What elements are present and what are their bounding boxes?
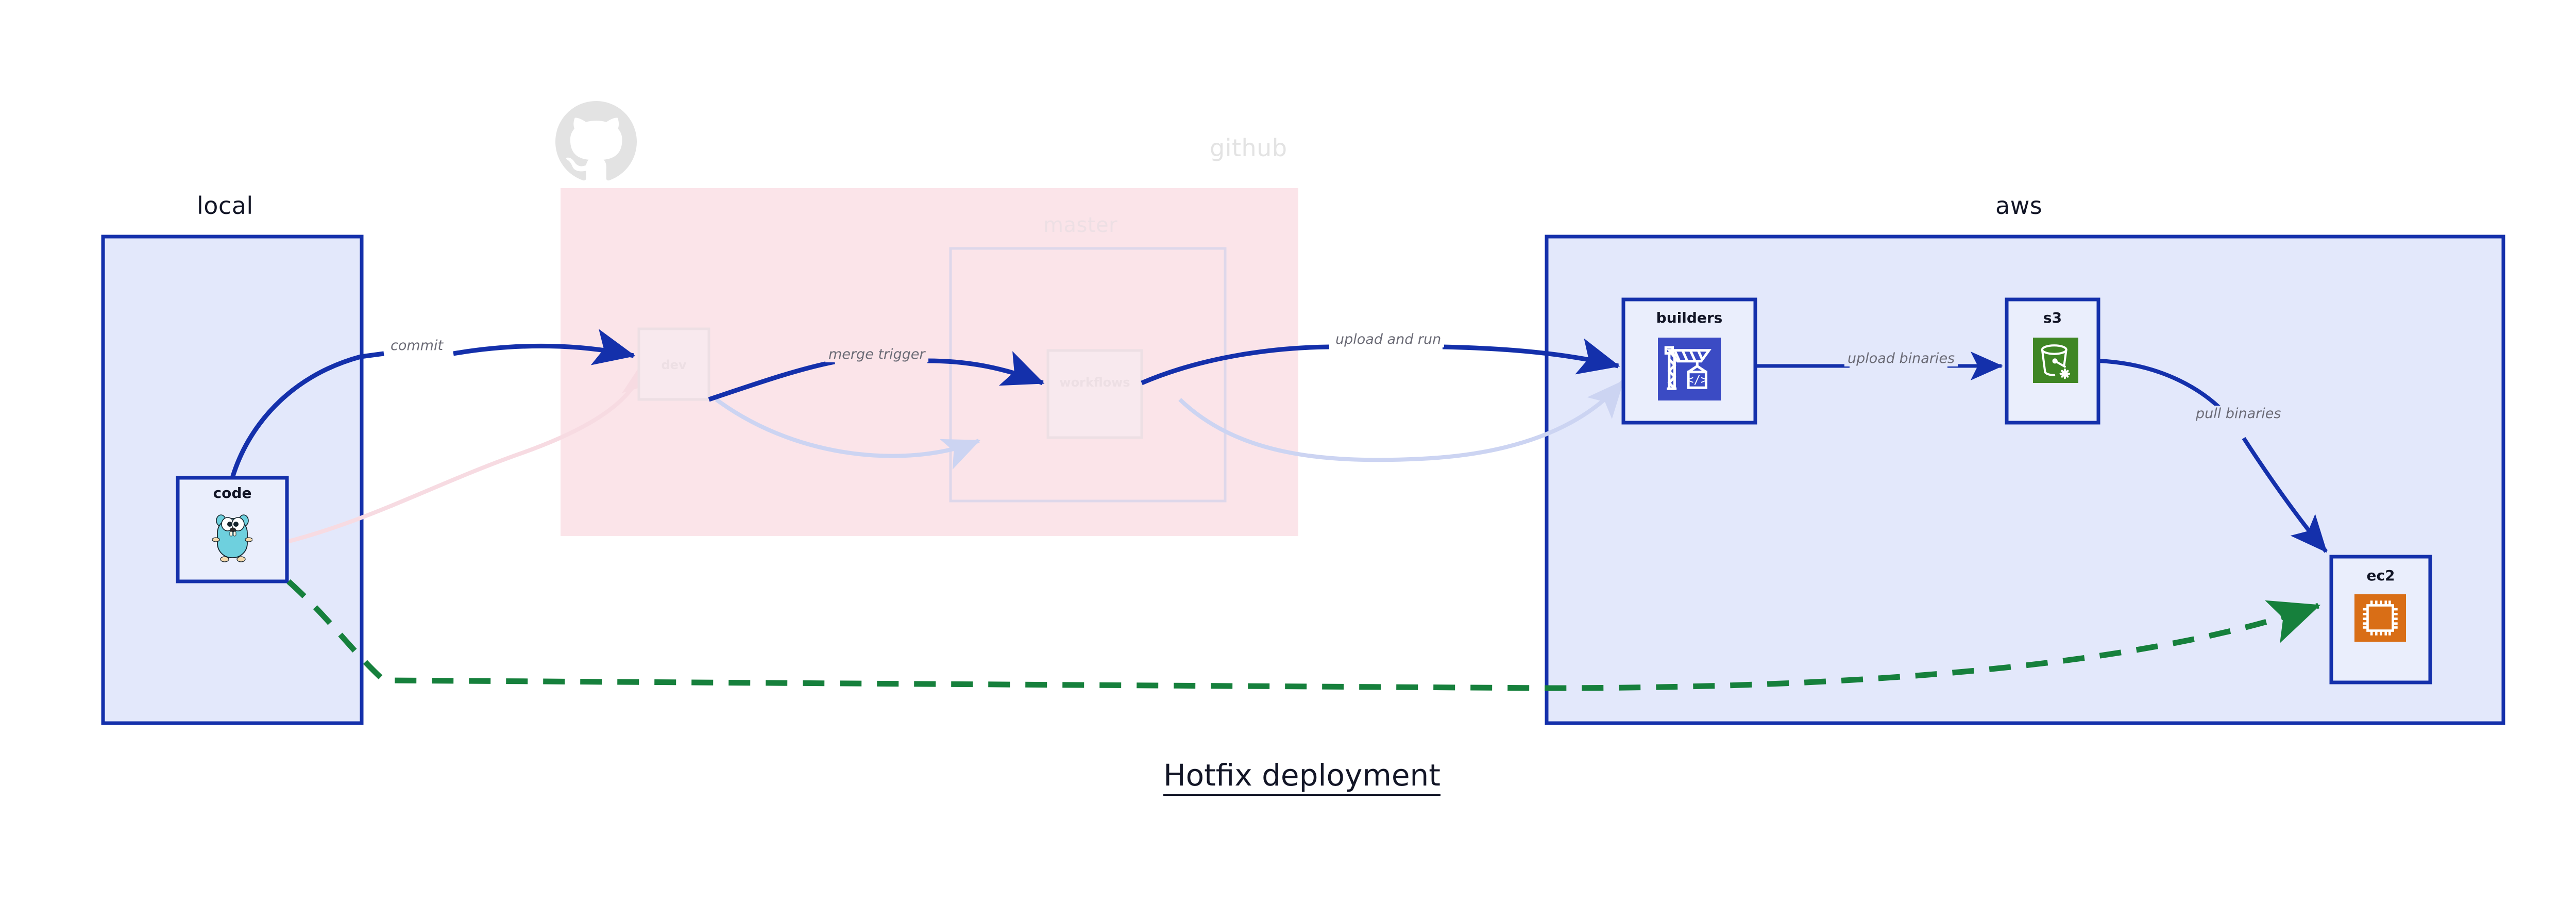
- edge-pull-binaries-path: [2098, 359, 2227, 415]
- edge-upload-and-run-path: [1141, 344, 1330, 386]
- edge-commit-path2: [453, 329, 636, 365]
- aws-codebuild-icon: </>: [1658, 338, 1721, 400]
- edge-upload-and-run-path2: [1442, 338, 1620, 375]
- edge-label-upload-and-run: upload and run: [1332, 331, 1445, 347]
- go-gopher-icon: [212, 510, 253, 564]
- edge-commit-path: [230, 351, 384, 479]
- group-label-aws: aws: [1995, 192, 2043, 220]
- group-label-github: github: [1210, 134, 1287, 162]
- node-label-code: code: [213, 485, 252, 502]
- node-dev-box[interactable]: [637, 327, 710, 401]
- svg-text:</>: </>: [1687, 374, 1708, 387]
- node-workflows-box[interactable]: [1046, 349, 1143, 439]
- edge-label-upload-binaries: upload binaries: [1844, 350, 1958, 366]
- diagram-title-text: Hotfix deployment: [1163, 758, 1441, 796]
- group-label-master: master: [1043, 213, 1118, 237]
- group-label-local: local: [197, 192, 253, 220]
- node-label-builders: builders: [1656, 309, 1723, 326]
- diagram-title: Hotfix deployment: [0, 758, 2576, 796]
- node-label-dev: dev: [661, 358, 687, 372]
- edge-hotfix-direct-path: [286, 579, 2321, 691]
- edge-label-commit: commit: [387, 338, 447, 354]
- aws-s3-bucket-icon: [2033, 338, 2078, 383]
- node-label-s3: s3: [2043, 309, 2062, 326]
- node-label-workflows: workflows: [1059, 375, 1130, 390]
- edge-label-merge-trigger: merge trigger: [825, 346, 928, 362]
- edge-pull-binaries-path2: [2242, 437, 2328, 553]
- github-octocat-icon: [555, 101, 637, 182]
- edge-merge-trigger-path: [708, 359, 835, 402]
- edge-merge-trigger-path2: [927, 351, 1045, 386]
- edge-label-pull-binaries: pull binaries: [2193, 406, 2284, 422]
- ghost-edge-layer: [267, 359, 1625, 548]
- aws-ec2-chip-icon: [2354, 594, 2406, 642]
- group-master-box: [949, 247, 1227, 503]
- node-label-ec2: ec2: [2366, 567, 2395, 584]
